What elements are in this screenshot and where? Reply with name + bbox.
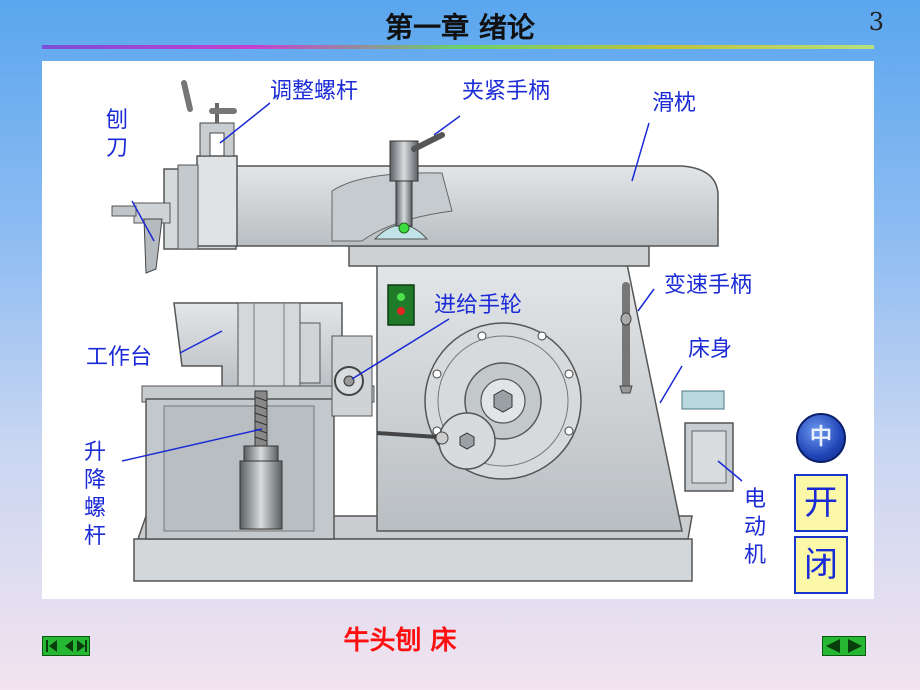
nav-first-prev-next-icon	[46, 640, 87, 652]
label-planer-tool: 刨刀	[105, 108, 128, 161]
shaper-diagram: 刨刀 调整螺杆 夹紧手柄 滑枕 进给手轮 变速手柄 工作台 床身 升降螺杆 电动…	[42, 61, 874, 599]
label-feed-handwheel: 进给手轮	[434, 293, 523, 318]
nav-prev-next-button[interactable]	[822, 636, 866, 656]
diagram-caption: 牛头刨 床	[343, 626, 457, 656]
close-button[interactable]: 闭	[794, 536, 848, 594]
nav-prev-next-icon	[826, 639, 862, 653]
shaper-machine-illustration	[111, 80, 743, 582]
label-speed-handle: 变速手柄	[664, 273, 753, 298]
nav-first-prev-next-button[interactable]	[42, 636, 90, 656]
label-motor: 电动机	[743, 487, 766, 568]
label-worktable: 工作台	[86, 345, 153, 370]
open-button[interactable]: 开	[794, 474, 848, 532]
label-adjust-screw: 调整螺杆	[270, 79, 359, 104]
title-divider	[42, 45, 874, 49]
page-number: 3	[868, 8, 884, 36]
globe-logo-button[interactable]: 中	[796, 413, 846, 463]
page-title: 第一章 绪论	[385, 11, 535, 44]
label-ram: 滑枕	[652, 91, 697, 116]
label-clamp-handle: 夹紧手柄	[462, 79, 551, 104]
label-lift-screw: 升降螺杆	[83, 440, 106, 549]
label-bed: 床身	[688, 337, 733, 362]
